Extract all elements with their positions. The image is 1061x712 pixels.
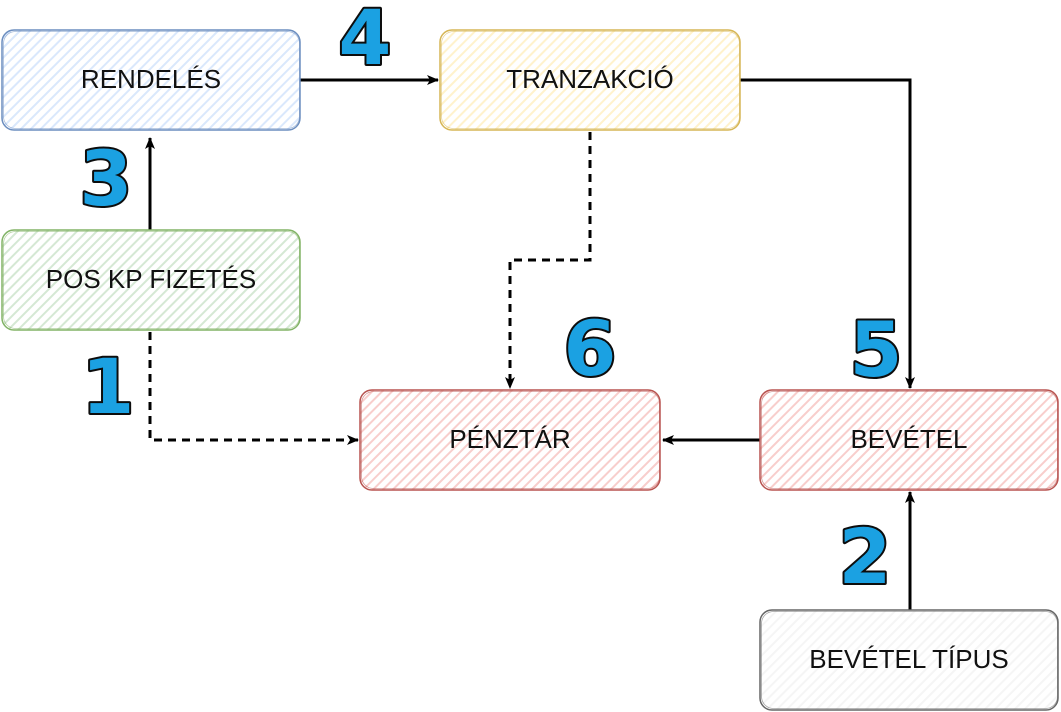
step-number-4: 4: [339, 0, 392, 82]
node-bevetel-tipus-label: BEVÉTEL TÍPUS: [809, 644, 1008, 674]
node-bevetel-tipus[interactable]: BEVÉTEL TÍPUS: [759, 609, 1059, 711]
step-numbers: 1 2 3 4 5 6: [78, 0, 905, 603]
node-pos-kp-fizetes-label: POS KP FIZETÉS: [46, 264, 256, 294]
edge-tranzakcio-to-bevetel: [740, 78, 915, 389]
node-rendeles-label: RENDELÉS: [81, 64, 221, 94]
node-bevetel[interactable]: BEVÉTEL: [759, 389, 1059, 491]
step-number-5: 5: [850, 305, 903, 394]
step-number-3: 3: [80, 134, 133, 223]
edge-tranzakcio-to-penztar: [505, 132, 592, 389]
step-number-2: 2: [839, 512, 892, 601]
edge-pos-to-penztar: [148, 332, 359, 445]
node-tranzakcio[interactable]: TRANZAKCIÓ: [439, 29, 741, 131]
node-pos-kp-fizetes[interactable]: POS KP FIZETÉS: [1, 229, 301, 331]
edges: [145, 75, 915, 610]
node-tranzakcio-label: TRANZAKCIÓ: [506, 64, 674, 94]
step-number-1: 1: [82, 342, 135, 431]
node-rendeles[interactable]: RENDELÉS: [1, 29, 301, 131]
step-number-6: 6: [564, 304, 617, 393]
node-penztar[interactable]: PÉNZTÁR: [359, 389, 661, 491]
node-penztar-label: PÉNZTÁR: [449, 424, 570, 454]
node-bevetel-label: BEVÉTEL: [850, 424, 967, 454]
